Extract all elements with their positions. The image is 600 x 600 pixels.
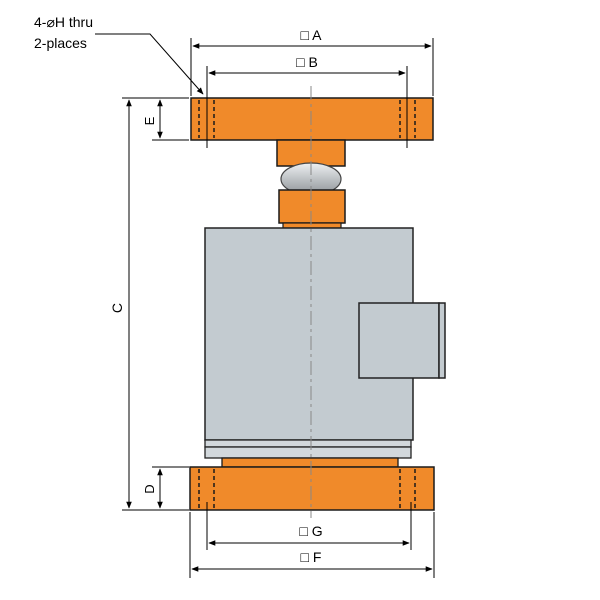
dim-D-label: D [142, 484, 157, 493]
body-ring-lower [204, 446, 412, 459]
hole-note-line2: 2-places [34, 35, 87, 51]
body-ring-upper [204, 439, 412, 448]
dim-A-label: □ A [301, 27, 323, 43]
dim-C-label: C [109, 303, 125, 313]
dim-E-label: E [142, 116, 157, 125]
extension-lines [122, 38, 435, 578]
hole-note-leader [95, 33, 204, 95]
dim-G-label: □ G [299, 523, 322, 539]
bottom-flange [189, 466, 435, 511]
base-neck [221, 457, 399, 468]
top-flange-bolt-holes [198, 100, 416, 138]
lower-stub [278, 189, 346, 224]
top-flange-plate [190, 97, 434, 141]
cable-connector [358, 302, 446, 379]
dim-B-label: □ B [296, 54, 318, 70]
bottom-flange-plate [189, 466, 435, 511]
hole-note-line1: 4-⌀H thru [34, 14, 93, 30]
labels: 4-⌀H thru 2-places □ A □ B C E D □ G □ F [34, 14, 323, 565]
dimension-lines [126, 43, 433, 572]
connector-housing [358, 302, 440, 379]
top-flange [190, 97, 434, 141]
dim-F-label: □ F [301, 549, 322, 565]
connector-face [438, 302, 446, 379]
